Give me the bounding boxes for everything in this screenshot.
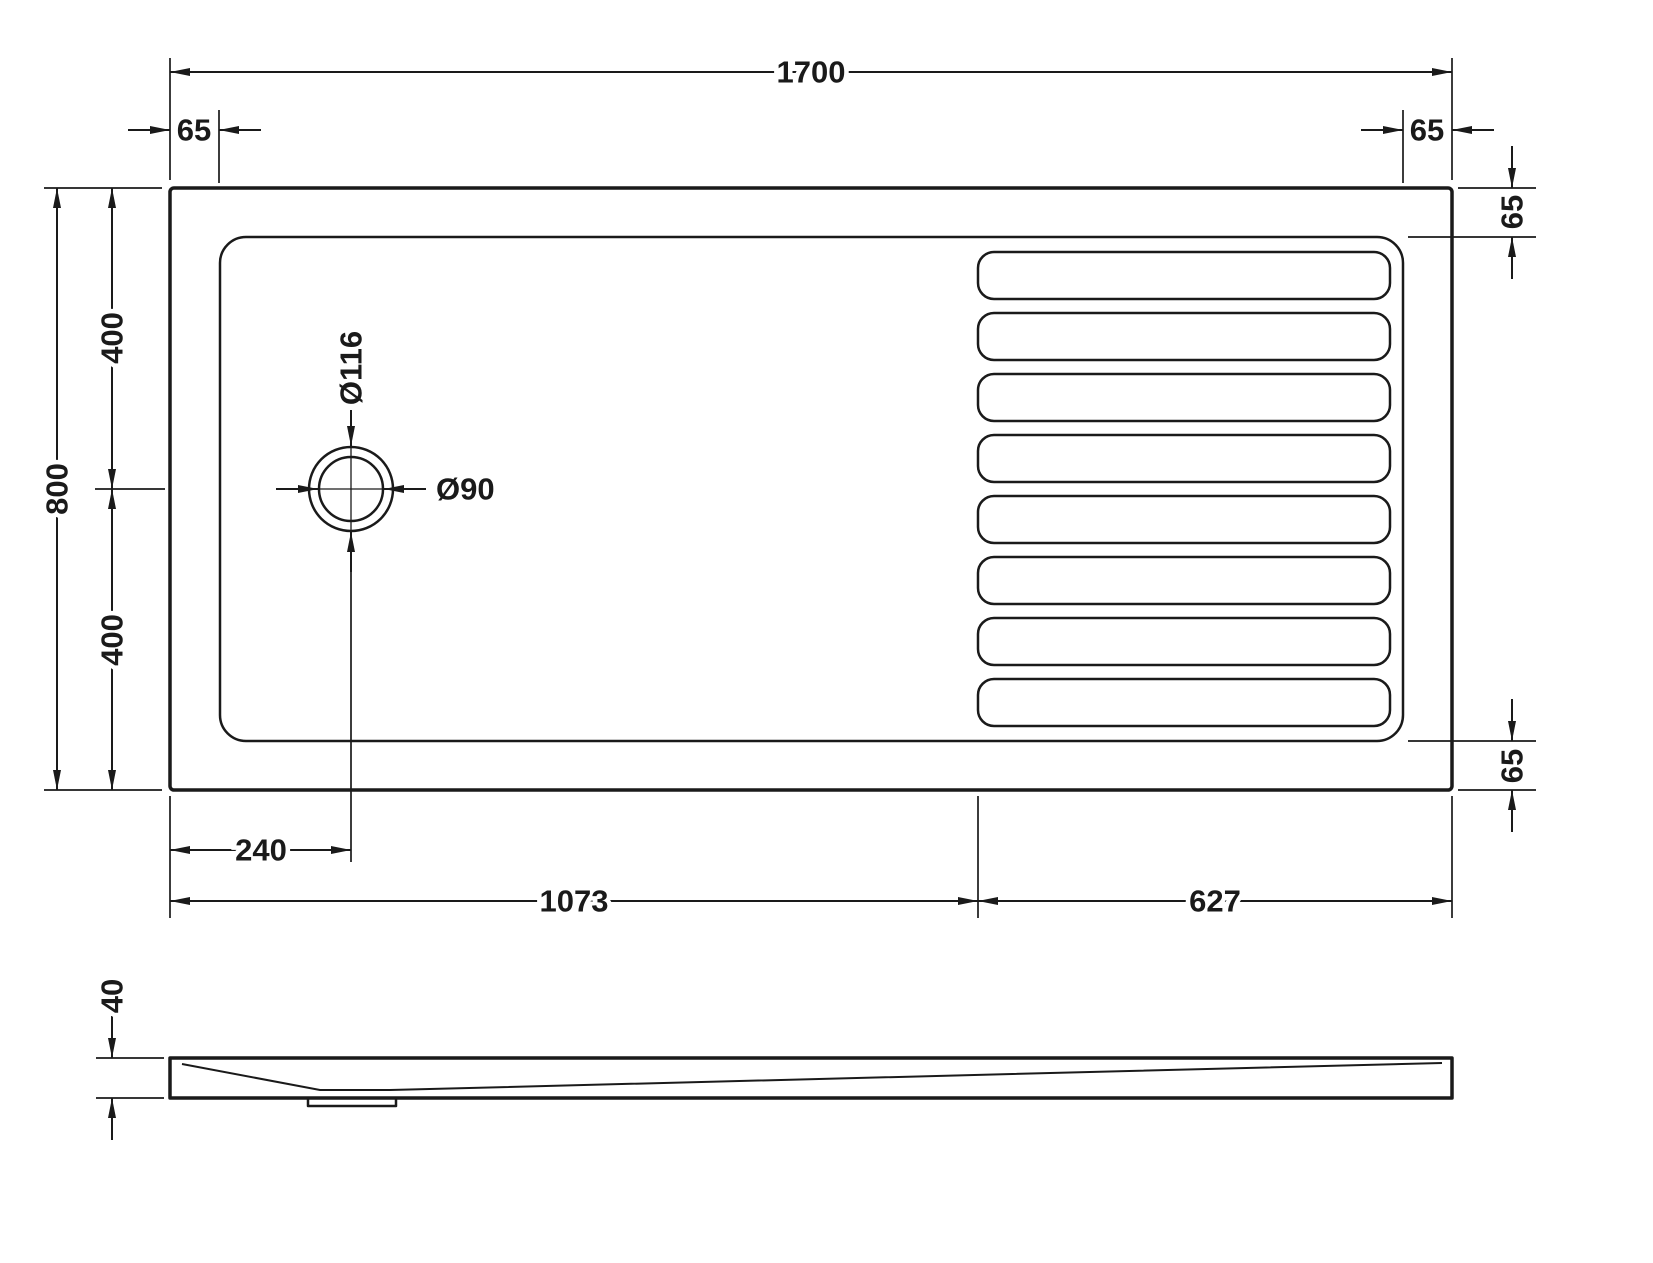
slat-group	[976, 250, 1392, 728]
dim-profile-height: 40	[90, 974, 164, 1140]
dim-label-240: 240	[235, 833, 287, 868]
dim-label-1700: 1700	[777, 55, 846, 90]
profile-view	[168, 1056, 1454, 1108]
dim-lower-half: 400	[90, 489, 134, 790]
tray-floor-edge	[218, 235, 1405, 743]
dim-ridged-section: 627	[978, 796, 1453, 923]
dim-inset-top-left: 65	[128, 108, 261, 183]
anti-slip-slat	[976, 372, 1392, 423]
anti-slip-slat	[976, 433, 1392, 484]
profile-slope-lines	[181, 1062, 1443, 1091]
anti-slip-slat	[976, 250, 1392, 301]
dim-label-65-right-bottom: 65	[1495, 749, 1530, 783]
dim-flat-section: 1073	[170, 796, 979, 923]
dim-label-627: 627	[1189, 884, 1241, 919]
dim-label-dia116: Ø116	[334, 331, 369, 405]
dim-inset-right-bottom: 65	[1408, 699, 1536, 832]
profile-outline	[168, 1056, 1454, 1100]
dim-drain-inner: Ø90	[276, 467, 499, 511]
dim-overall-height: 800	[35, 187, 162, 791]
dim-label-1073: 1073	[540, 884, 609, 919]
dim-label-800: 800	[40, 463, 75, 515]
dim-label-65-right-top: 65	[1495, 195, 1530, 229]
anti-slip-slat	[976, 677, 1392, 728]
dim-upper-half: 400	[90, 188, 165, 490]
dim-inset-right-top: 65	[1408, 146, 1536, 279]
anti-slip-slat	[976, 494, 1392, 545]
dim-label-65-top-right: 65	[1410, 113, 1444, 148]
dim-label-40: 40	[95, 979, 130, 1013]
dim-label-65-top-left: 65	[177, 113, 211, 148]
dim-label-400-lower: 400	[95, 614, 130, 666]
plan-view	[168, 186, 1454, 792]
dim-inset-top-right: 65	[1361, 108, 1494, 183]
dim-drain-offset: 240	[169, 540, 352, 918]
anti-slip-slat	[976, 616, 1392, 667]
dim-overall-width: 1700	[169, 50, 1453, 180]
anti-slip-slat	[976, 311, 1392, 362]
anti-slip-slat	[976, 555, 1392, 606]
profile-drain-trap	[306, 1098, 398, 1108]
tray-outer-edge	[168, 186, 1454, 792]
dim-label-400-upper: 400	[95, 312, 130, 364]
dim-label-dia90: Ø90	[436, 472, 495, 507]
